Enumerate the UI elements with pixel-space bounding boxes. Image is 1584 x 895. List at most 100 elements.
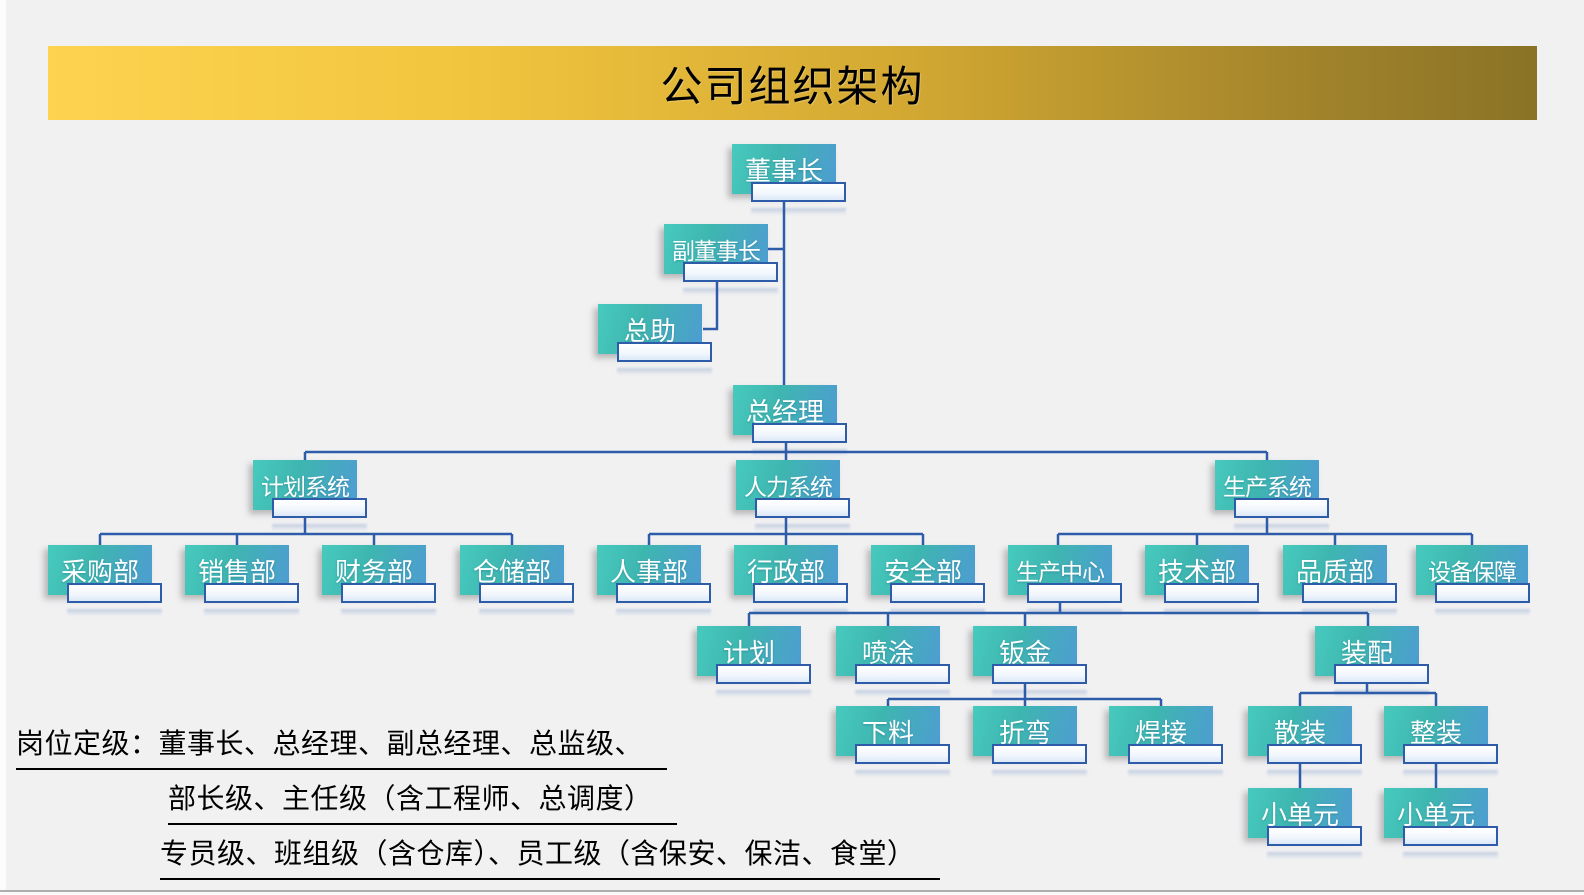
name-field[interactable] [855,744,950,764]
reflection [1403,770,1498,777]
node-label: 总经理 [745,396,824,427]
org-node-general-assistant[interactable]: 总助 [598,304,712,376]
org-node-general-manager[interactable]: 总经理 [733,385,847,457]
org-node-assembly-unit[interactable]: 装配 [1315,626,1429,698]
name-field[interactable] [992,744,1087,764]
reflection [1302,609,1397,616]
org-node-production-system[interactable]: 生产系统 [1215,460,1329,532]
reflection [1435,609,1530,616]
name-field[interactable] [890,583,985,603]
name-field[interactable] [755,498,850,518]
name-field[interactable] [272,498,367,518]
org-node-equipment-support[interactable]: 设备保障 [1416,545,1530,617]
name-field[interactable] [683,262,778,282]
reflection [1027,609,1122,616]
node-label: 装配 [1340,637,1393,668]
node-label: 人事部 [609,556,688,587]
name-field[interactable] [616,583,711,603]
org-node-vice-chairman[interactable]: 副董事长 [664,224,778,296]
org-node-production-center[interactable]: 生产中心 [1008,545,1122,617]
name-field[interactable] [753,583,848,603]
org-node-hr-system[interactable]: 人力系统 [736,460,850,532]
name-field[interactable] [1435,583,1530,603]
reflection [1164,609,1259,616]
name-field[interactable] [204,583,299,603]
reflection [755,524,850,531]
name-field[interactable] [1267,826,1362,846]
name-field[interactable] [1334,664,1429,684]
job-grading-note-line-2: 部长级、主任级（含工程师、总调度） [168,777,677,825]
org-node-planning-system[interactable]: 计划系统 [253,460,367,532]
org-node-plan-unit[interactable]: 计划 [697,626,811,698]
name-field[interactable] [1234,498,1329,518]
name-field[interactable] [751,182,846,202]
org-node-spray-unit[interactable]: 喷涂 [836,626,950,698]
name-field[interactable] [1027,583,1122,603]
name-field[interactable] [716,664,811,684]
name-field[interactable] [1267,744,1362,764]
org-node-small-unit-1[interactable]: 小单元 [1248,788,1362,860]
node-label: 技术部 [1157,556,1236,587]
name-field[interactable] [341,583,436,603]
node-label: 钣金 [998,637,1051,668]
org-node-quality-dept[interactable]: 品质部 [1283,545,1397,617]
node-label: 生产系统 [1223,474,1312,500]
reflection [716,690,811,697]
org-node-cutting-unit[interactable]: 下料 [836,706,950,778]
org-node-purchasing-dept[interactable]: 采购部 [48,545,162,617]
reflection [751,208,846,215]
node-label: 焊接 [1134,717,1187,748]
org-node-warehouse-dept[interactable]: 仓储部 [460,545,574,617]
job-grading-note-line-3: 专员级、班组级（含仓库）、员工级（含保安、保洁、食堂） [160,832,940,880]
node-label: 品质部 [1295,556,1374,587]
node-label: 喷涂 [861,637,914,668]
node-label: 行政部 [746,556,825,587]
org-node-bending-unit[interactable]: 折弯 [973,706,1087,778]
node-label: 副董事长 [672,238,761,264]
node-label: 仓储部 [472,556,551,587]
name-field[interactable] [1302,583,1397,603]
node-label: 采购部 [60,556,139,587]
node-label: 人力系统 [744,474,833,500]
reflection [1267,770,1362,777]
reflection [855,770,950,777]
org-node-admin-dept[interactable]: 行政部 [734,545,848,617]
name-field[interactable] [752,423,847,443]
node-label: 折弯 [998,717,1051,748]
reflection [890,609,985,616]
reflection [204,609,299,616]
title-banner: 公司组织架构 [48,46,1537,120]
reflection [1128,770,1223,777]
reflection [479,609,574,616]
org-node-chairman[interactable]: 董事长 [732,144,846,216]
name-field[interactable] [1128,744,1223,764]
reflection [855,690,950,697]
org-node-bulk-assembly[interactable]: 散装 [1248,706,1362,778]
org-node-sales-dept[interactable]: 销售部 [185,545,299,617]
name-field[interactable] [1403,744,1498,764]
reflection [272,524,367,531]
org-node-tech-dept[interactable]: 技术部 [1145,545,1259,617]
org-node-small-unit-2[interactable]: 小单元 [1384,788,1498,860]
name-field[interactable] [1164,583,1259,603]
name-field[interactable] [479,583,574,603]
org-node-finance-dept[interactable]: 财务部 [322,545,436,617]
node-label: 财务部 [334,556,413,587]
org-node-sheet-metal-unit[interactable]: 钣金 [973,626,1087,698]
org-node-hr-dept[interactable]: 人事部 [597,545,711,617]
reflection [753,609,848,616]
org-node-full-assembly[interactable]: 整装 [1384,706,1498,778]
name-field[interactable] [992,664,1087,684]
node-label: 小单元 [1260,799,1339,830]
node-label: 下料 [861,717,914,748]
name-field[interactable] [1403,826,1498,846]
node-label: 散装 [1273,717,1326,748]
org-node-safety-dept[interactable]: 安全部 [871,545,985,617]
org-node-welding-unit[interactable]: 焊接 [1109,706,1223,778]
name-field[interactable] [617,342,712,362]
reflection [752,449,847,456]
job-grading-note-line-1: 岗位定级：董事长、总经理、副总经理、总监级、 [16,722,668,770]
name-field[interactable] [855,664,950,684]
name-field[interactable] [67,583,162,603]
